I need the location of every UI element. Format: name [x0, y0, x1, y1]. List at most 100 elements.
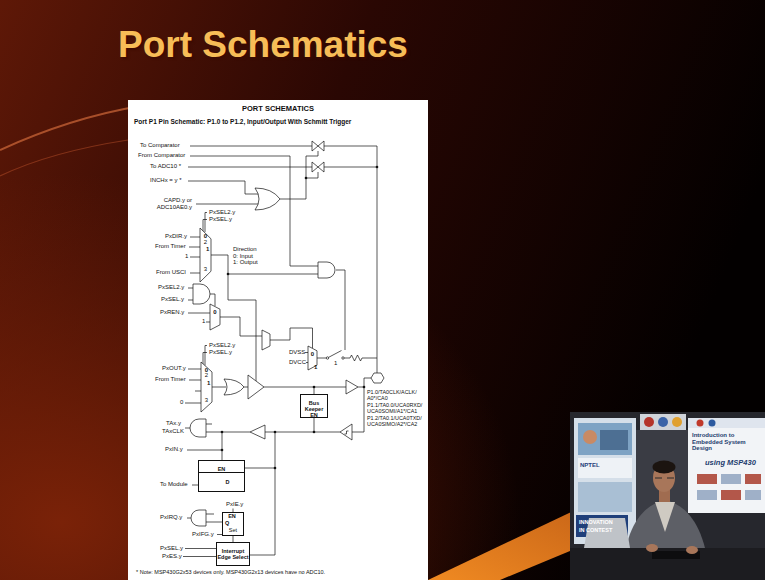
logic-gate-symbols [248, 375, 264, 399]
presenter-video-inset [640, 414, 686, 430]
node-text: Interrupt Edge Select [217, 548, 249, 560]
logic-gate-symbols [318, 262, 335, 278]
node-text: 0 [210, 309, 220, 315]
presenter-video-inset [672, 417, 682, 427]
presenter-video-inset [721, 474, 741, 484]
schematic-wires [188, 167, 377, 168]
inset-text: IN CONTEST [579, 527, 612, 533]
multiplexer-outline [210, 304, 220, 330]
presenter-video-inset [570, 548, 765, 580]
inset-text: NPTEL [580, 462, 600, 469]
node-text: EN [199, 466, 244, 473]
multiplexer-outline [201, 362, 212, 412]
junction-dots [305, 177, 308, 180]
schematic-wires [270, 328, 313, 348]
node-text: 3 [204, 266, 207, 272]
presenter-video-inset [745, 490, 761, 500]
presenter-video-inset [583, 430, 597, 444]
logic-gate-symbols [190, 419, 206, 437]
presenter-video-inset [578, 458, 632, 478]
schematic-page: PORT SCHEMATICS Port P1 Pin Schematic: P1… [128, 100, 428, 580]
multiplexer-symbol: 0123 [200, 228, 211, 282]
node-text: 1 [314, 364, 602, 370]
schematic-wires [317, 355, 377, 361]
schematic-wires [183, 146, 377, 557]
multiplexer-symbol: 01 [308, 346, 317, 370]
node-text: Q [225, 521, 513, 527]
presenter-video-inset [658, 417, 668, 427]
presenter-video-inset [600, 430, 628, 450]
presenter-video-inset [646, 544, 658, 552]
junction-dots [363, 386, 366, 389]
logic-block: Bus Keeper EN [300, 394, 328, 418]
junction-dots [274, 467, 277, 470]
multiplexer-symbol: 0123 [201, 362, 212, 412]
inset-text: Introduction to Embedded System Design [692, 432, 762, 452]
presenter-video-inset [688, 418, 765, 428]
presenter-video-inset [721, 490, 741, 500]
junction-dots [313, 386, 316, 389]
logic-gate-symbols [190, 141, 384, 526]
schematic-wires [329, 351, 342, 358]
node-text: Bus Keeper EN [301, 400, 327, 418]
logic-gate-symbols [371, 373, 384, 383]
presenter-video-inset [655, 502, 675, 532]
flip-flop-block: ENQSet [222, 512, 244, 536]
node-text: D [205, 479, 250, 485]
logic-gate-symbols [326, 357, 328, 359]
schematic-wires [183, 549, 216, 557]
schematic-wires [188, 313, 210, 322]
schematic-wires [189, 237, 200, 273]
schematic-wires [206, 378, 371, 460]
multiplexer-outline [210, 304, 220, 330]
presenter-video-inset [688, 418, 765, 513]
presenter-video-inset [745, 474, 761, 484]
schematic-wires [336, 270, 345, 350]
decor-arc [0, 140, 128, 176]
schematic-wires [188, 181, 259, 194]
schematic-wires [305, 353, 308, 363]
presenter-video-inset [644, 417, 654, 427]
schematic-wires [187, 450, 222, 451]
junction-dots [221, 449, 224, 452]
junction-dots [221, 166, 379, 470]
node-text: Set [223, 528, 243, 534]
logic-gate-symbols [345, 431, 349, 434]
logic-gate-symbols [340, 424, 352, 440]
slide-title: Port Schematics [118, 24, 408, 66]
multiplexer-outline [200, 228, 211, 282]
presenter-video-inset [709, 420, 716, 427]
presenter-video-inset [578, 482, 632, 512]
presenter-video-inset [697, 490, 717, 500]
logic-gate-symbols [346, 380, 358, 394]
logic-gate-symbols [312, 141, 324, 151]
logic-gate-symbols [262, 330, 270, 350]
presenter-video-inset [697, 474, 717, 484]
schematic-wires [211, 255, 318, 381]
node-text: Port P1 Pin Schematic: P1.0 to P1.2, Inp… [134, 118, 422, 125]
presenter-video-inset [653, 461, 676, 474]
presenter-video-inset [655, 478, 674, 479]
presenter-video-inset [686, 546, 698, 554]
schematic-wires [203, 346, 207, 366]
node-text: PORT SCHEMATICS [128, 105, 428, 113]
logic-gate-symbols [224, 379, 244, 395]
presenter-video-inset [697, 420, 704, 427]
node-text: 1 [206, 246, 494, 252]
logic-gate-symbols [191, 510, 206, 526]
presenter-video-inset [570, 412, 765, 580]
decor-arc [0, 106, 140, 150]
junction-dots [227, 273, 230, 276]
presenter-video-inset [578, 423, 632, 455]
logic-gate-symbols [250, 425, 265, 439]
schematic-wires [188, 288, 193, 300]
logic-gate-symbols [312, 162, 324, 172]
node-text: EN [223, 514, 241, 520]
presenter-video-inset [570, 412, 765, 580]
inset-text: using MSP430 [705, 459, 756, 467]
multiplexer-symbol: 0 [210, 304, 220, 330]
junction-dots [376, 166, 379, 169]
